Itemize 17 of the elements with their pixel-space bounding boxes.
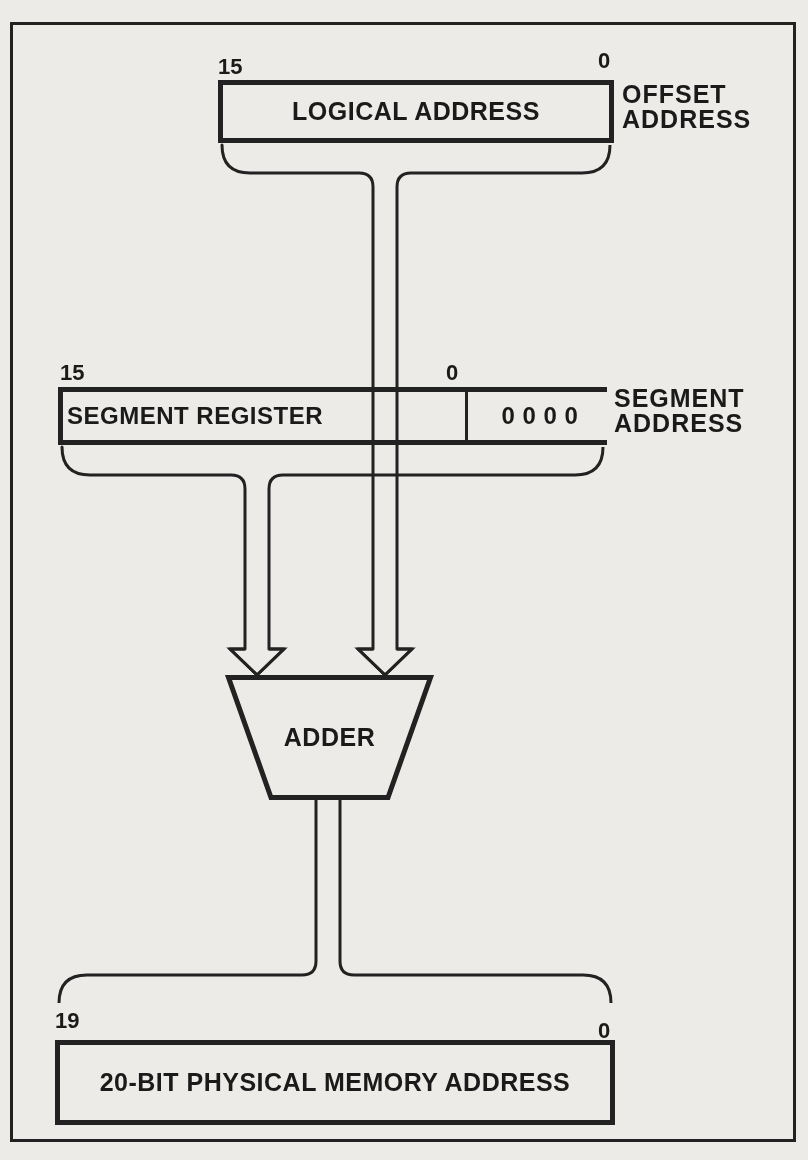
register-box <box>55 1040 615 1125</box>
address-caption: OFFSET ADDRESS <box>622 82 753 132</box>
box-label: LOGICAL ADDRESS <box>292 98 540 125</box>
bit-number: 0 <box>446 362 459 384</box>
box-label: 20-BIT PHYSICAL MEMORY ADDRESS <box>99 1069 571 1096</box>
address-caption: SEGMENT ADDRESS <box>614 386 746 436</box>
bit-number: 0 <box>598 1020 611 1042</box>
bit-number: 15 <box>60 362 85 384</box>
register-box <box>218 80 614 143</box>
bit-number: 15 <box>218 56 243 78</box>
adder-trapezoid <box>226 675 433 800</box>
box-label: ADDER <box>283 724 376 751</box>
box-label: SEGMENT REGISTER <box>67 403 324 429</box>
box-label: 0 0 0 0 <box>501 403 579 429</box>
bit-number: 0 <box>598 50 611 72</box>
bus-line <box>57 798 613 1005</box>
bit-number: 19 <box>55 1010 80 1032</box>
